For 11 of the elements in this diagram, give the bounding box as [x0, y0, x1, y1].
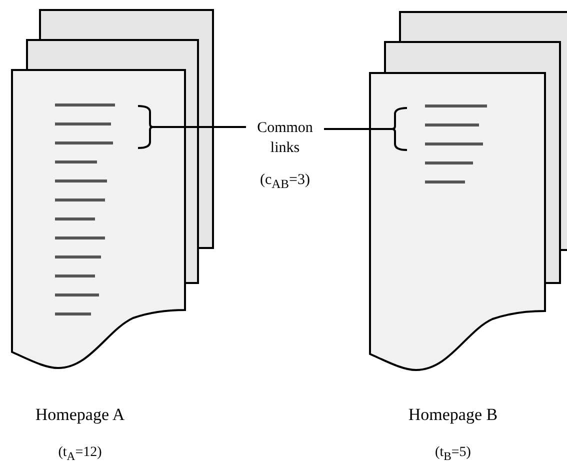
- leader-line: [324, 128, 392, 130]
- page-label: Homepage A: [35, 405, 125, 424]
- count-label: (t$_{A}$=12): [58, 445, 102, 460]
- bracket: [391, 106, 409, 152]
- bracket: [136, 104, 154, 150]
- label-text: Common links: [257, 119, 313, 158]
- document-stack-drawing: [368, 8, 567, 373]
- count-label: (c$_{AB}$=3): [260, 171, 310, 193]
- page-label: Homepage B: [408, 405, 498, 424]
- count-label: (t$_{B}$=5): [435, 445, 471, 460]
- leader-line: [153, 126, 246, 128]
